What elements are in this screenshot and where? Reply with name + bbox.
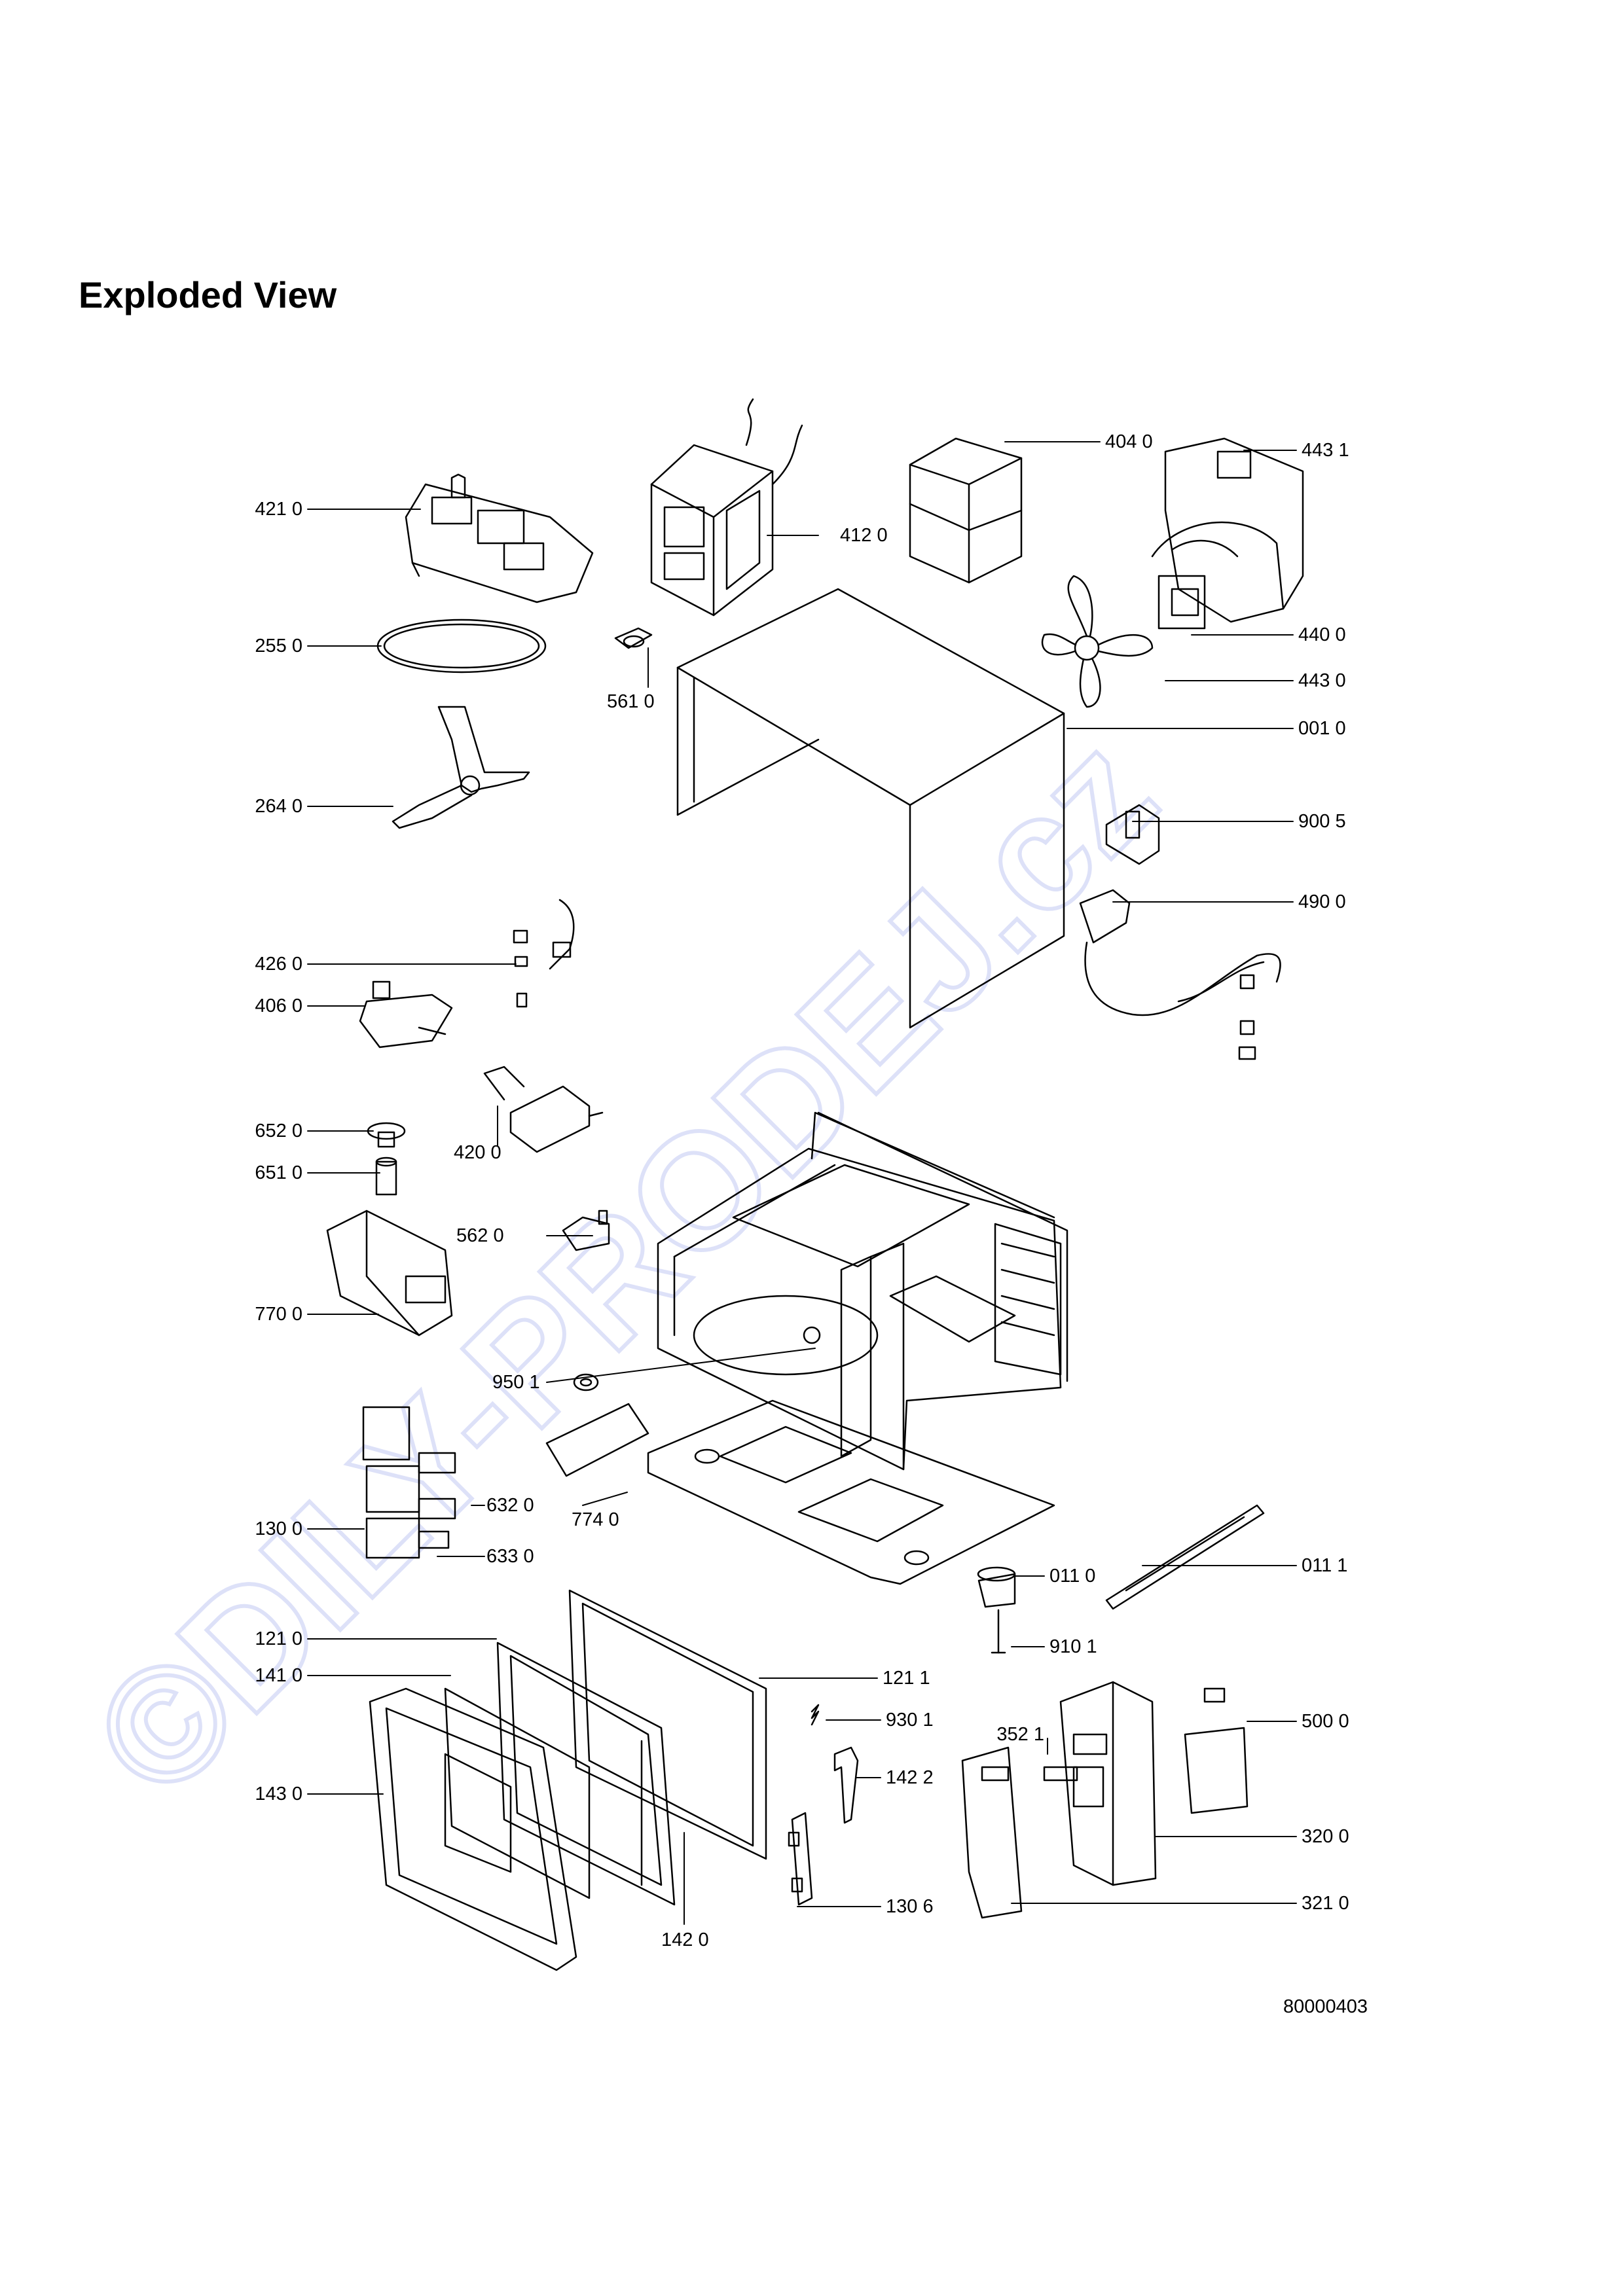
label-011-0: 011 0	[1049, 1566, 1096, 1587]
label-141-0: 141 0	[255, 1665, 302, 1686]
part-130-interlock-switches	[362, 1406, 456, 1559]
label-130-0: 130 0	[255, 1518, 302, 1539]
part-500-board	[1184, 1687, 1249, 1814]
label-561-0: 561 0	[607, 691, 655, 712]
label-652-0: 652 0	[255, 1121, 302, 1141]
label-255-0: 255 0	[255, 636, 302, 656]
part-404-magnetron	[909, 437, 1023, 584]
label-406-0: 406 0	[255, 996, 302, 1016]
part-255-roller-ring	[376, 619, 547, 673]
label-770-0: 770 0	[255, 1304, 302, 1325]
label-011-1: 011 1	[1302, 1555, 1348, 1576]
label-121-1: 121 1	[883, 1668, 930, 1689]
part-910-screw	[991, 1609, 1006, 1654]
part-421-control-board	[405, 473, 594, 603]
label-490-0: 490 0	[1298, 891, 1346, 912]
part-930-spring	[811, 1704, 820, 1726]
label-130-6: 130 6	[886, 1896, 934, 1917]
label-404-0: 404 0	[1105, 431, 1153, 452]
part-011-rail	[1105, 1504, 1265, 1610]
part-426-wiring	[513, 899, 575, 1008]
label-910-1: 910 1	[1049, 1636, 1097, 1657]
part-264-turntable-support	[392, 706, 530, 829]
part-320-control-panel	[1059, 1681, 1157, 1886]
part-900-hinge	[1105, 804, 1160, 865]
part-561-thermal-fuse	[614, 627, 653, 649]
part-143-door-front	[369, 1687, 577, 1971]
label-420-0: 420 0	[454, 1142, 501, 1163]
label-562-0: 562 0	[456, 1225, 504, 1246]
part-142-2-hook	[833, 1746, 859, 1824]
part-562-thermostat	[562, 1210, 610, 1251]
part-774-cover	[545, 1403, 649, 1477]
label-443-1: 443 1	[1302, 440, 1349, 461]
label-651-0: 651 0	[255, 1162, 302, 1183]
label-352-1: 352 1	[996, 1724, 1044, 1745]
label-633-0: 633 0	[486, 1546, 534, 1567]
label-142-0: 142 0	[661, 1929, 709, 1950]
part-011-foot	[977, 1566, 1016, 1608]
drawing-number: 80000403	[1283, 1996, 1368, 2017]
label-500-0: 500 0	[1302, 1711, 1349, 1732]
leader-lines	[307, 441, 1297, 1925]
label-440-0: 440 0	[1298, 624, 1346, 645]
label-320-0: 320 0	[1302, 1826, 1349, 1847]
label-412-0: 412 0	[840, 525, 888, 546]
part-443-fan-duct	[1151, 437, 1304, 623]
part-950-coupling	[573, 1373, 599, 1391]
part-770-wave-guide	[326, 1210, 453, 1336]
label-001-0: 001 0	[1298, 718, 1346, 739]
part-130-6-lever	[788, 1812, 813, 1906]
label-421-0: 421 0	[255, 499, 302, 520]
label-426-0: 426 0	[255, 954, 302, 975]
label-900-5: 900 5	[1298, 811, 1346, 832]
label-632-0: 632 0	[486, 1495, 534, 1516]
label-443-0: 443 0	[1298, 670, 1346, 691]
part-443-fan-blade	[1041, 575, 1154, 708]
part-cavity-frame	[657, 1111, 1068, 1471]
part-base-plate	[647, 1399, 1055, 1585]
part-141-window	[444, 1687, 591, 1899]
part-440-fan-motor	[1158, 575, 1206, 630]
label-930-1: 930 1	[886, 1710, 934, 1731]
page-title: Exploded View	[79, 274, 337, 315]
part-490-power-cord	[1079, 889, 1281, 1060]
label-264-0: 264 0	[255, 796, 302, 817]
part-412-transformer	[650, 398, 803, 617]
part-652-coupler	[367, 1122, 406, 1148]
part-420-capacitor	[483, 1066, 604, 1153]
label-143-0: 143 0	[255, 1784, 302, 1804]
label-321-0: 321 0	[1302, 1893, 1349, 1914]
part-406-turntable-motor	[359, 980, 453, 1049]
part-651-shaft	[375, 1157, 397, 1196]
part-321-fascia	[961, 1746, 1023, 1919]
label-950-1: 950 1	[492, 1372, 540, 1393]
part-001-outer-wrapper	[676, 588, 1065, 1029]
label-121-0: 121 0	[255, 1628, 302, 1649]
label-774-0: 774 0	[572, 1509, 619, 1530]
part-121-door-frame	[568, 1589, 767, 1860]
part-352-button	[1043, 1766, 1078, 1782]
label-142-2: 142 2	[886, 1767, 934, 1788]
